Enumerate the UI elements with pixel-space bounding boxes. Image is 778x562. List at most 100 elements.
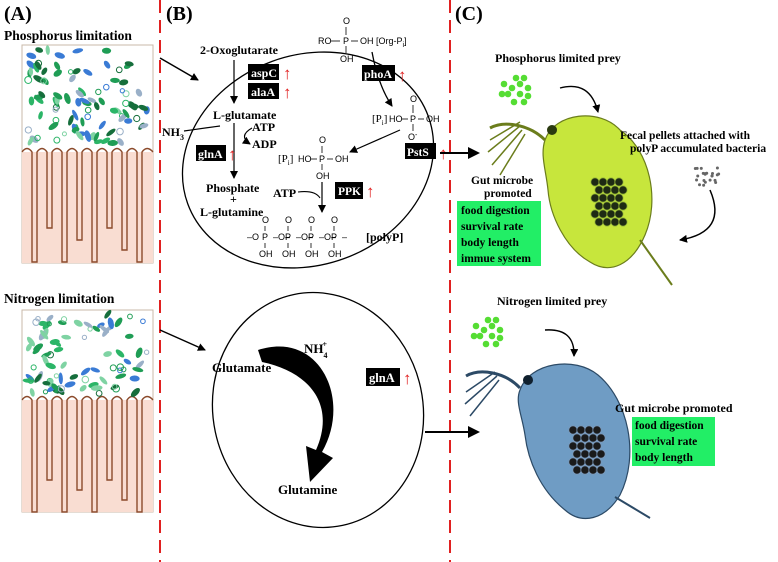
svg-text:P: P [262,232,268,242]
gut-microbe-promoted-bottom: Gut microbe promoted [615,401,733,415]
svg-text:O: O [285,215,292,225]
svg-text:–O: –O [247,232,259,242]
effect-top-3: immue system [461,253,531,265]
n-limited-prey-title: Nitrogen limited prey [497,294,607,308]
effect-top-1: survival rate [461,221,523,233]
psts-label: PstS [407,147,429,159]
glutamine-label: Glutamine [278,482,337,497]
svg-text:HO: HO [389,114,403,124]
bacteria-cluster-icon [22,309,150,398]
svg-text:P: P [285,232,291,242]
polyp-label: [polyP] [366,230,403,244]
arrow-a-to-b-bottom [159,329,206,351]
effects-highlight-bottom [632,417,715,466]
glna-up-arrow-bottom: ↑ [403,369,412,388]
metabolism-ellipse-top [181,51,435,269]
oxoglutarate-label: 2-Oxoglutarate [200,43,279,57]
panel-a-label: (A) [4,3,32,25]
svg-text:O: O [262,215,269,225]
phoa-gene-box [362,65,395,81]
arrow-atp-adp [241,127,253,145]
fecal-pellets-line2: polyP accumulated bacteria [630,143,766,155]
svg-text:–O–: –O– [273,232,290,242]
svg-text:–: – [342,232,347,242]
ppk-up-arrow: ↑ [366,182,375,201]
svg-text:OH: OH [316,171,330,181]
nh4-label: NH4+ [304,340,328,360]
bacteria-cluster-icon [24,45,150,146]
aspc-up-arrow: ↑ [283,64,292,83]
gut-villi-icon [21,147,154,263]
adp-label: ADP [252,137,277,151]
svg-text:HO: HO [298,154,312,164]
daphnia-icon [464,363,651,519]
prey-algae-icon [498,74,532,106]
panel-c-label: (C) [455,3,483,25]
metabolism-ellipse-bottom [211,291,425,529]
aspc-gene-box [248,64,279,80]
svg-text:O: O [410,94,417,104]
daphnia-icon [487,115,673,286]
effect-top-2: body length [461,237,519,249]
glna-label-top: glnA [198,147,223,161]
svg-text:–O–: –O– [296,232,313,242]
effects-highlight-top [457,201,541,266]
nitrogen-limitation-title: Nitrogen limitation [4,291,115,306]
prey-algae-icon [470,316,504,348]
arrow-nh3 [183,125,221,132]
effect-bottom-1: survival rate [635,436,697,448]
fecal-pellet-icon [693,166,721,187]
gut-section-top [21,44,154,264]
alaa-label: alaA [251,85,275,99]
effect-top-0: food digestion [461,205,530,217]
svg-text:OH: OH [282,249,296,259]
phosphate-label: Phosphate [206,181,260,195]
arrow-orgpi-to-pi [371,51,393,107]
svg-text:P: P [343,36,349,46]
fecal-pellets-line1: Fecal pellets attached with [620,130,751,142]
svg-text:OH: OH [305,249,319,259]
arrow-a-to-b-top [159,57,199,81]
svg-text:OH: OH [335,154,349,164]
svg-text:O: O [331,215,338,225]
atp-label-1: ATP [252,120,275,134]
svg-text:P: P [319,154,325,164]
aspc-label: aspC [251,66,277,80]
svg-text:OH: OH [328,249,342,259]
svg-text:OH: OH [360,36,374,46]
alaa-gene-box [248,83,279,99]
svg-text:P: P [331,232,337,242]
arrow-prey-to-daphnia-top [559,85,601,113]
phosphate-structure-right: O HO P OH O- [389,94,440,142]
phoa-label: phoA [364,67,392,81]
p-limited-prey-title: Phosphorus limited prey [495,51,621,65]
svg-text:O-: O- [408,132,418,142]
big-curved-arrow [258,346,334,482]
nh3-label: NH3 [162,125,184,142]
glna-up-arrow-top: ↑ [228,145,237,164]
pi-left-label: [Pi] [278,153,293,167]
alaa-up-arrow: ↑ [283,83,292,102]
pi-right-label: [Pi] [372,113,387,127]
gut-section-bottom [21,309,154,513]
l-glutamine-label: L-glutamine [200,205,264,219]
arrow-pi-transport [349,129,401,153]
svg-text:O: O [343,16,350,26]
atp-label-2: ATP [273,186,296,200]
effect-bottom-0: food digestion [635,420,704,432]
svg-text:–O–: –O– [319,232,336,242]
arrow-atp-ppk [297,191,321,199]
l-glutamate-label: L-glutamate [213,108,277,122]
psts-gene-box [405,143,436,159]
gut-microbe-line1: Gut microbe [471,175,533,187]
org-pi-structure: O RO P OH OH [Org-Pi] [318,16,407,64]
gut-microbe-line2: promoted [484,188,532,200]
svg-text:[Org-Pi]: [Org-Pi] [376,36,407,49]
plus-label: + [230,192,237,206]
phosphorus-limitation-title: Phosphorus limitation [4,28,132,43]
svg-text:RO: RO [318,36,332,46]
svg-text:OH: OH [426,114,440,124]
